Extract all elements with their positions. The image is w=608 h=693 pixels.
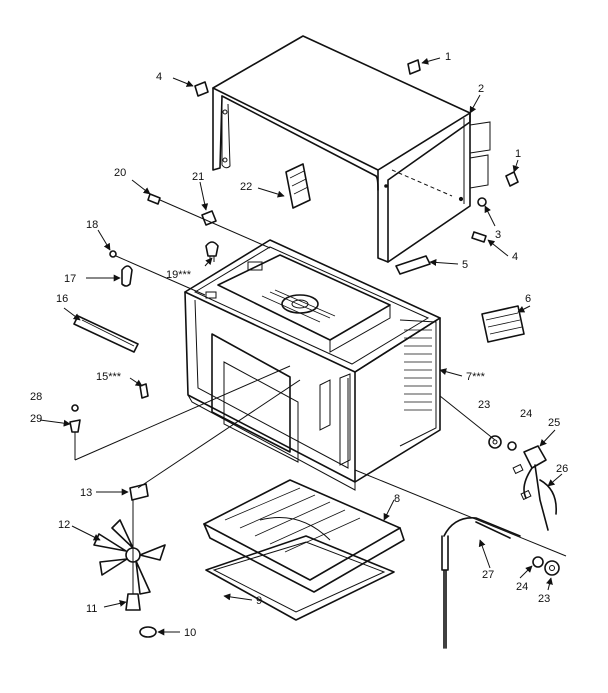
outer-cabinet-part [212, 35, 491, 263]
callout-28: 28 [30, 391, 42, 403]
strip-part-5 [395, 255, 431, 275]
receptacle-part-25 [523, 445, 547, 469]
tray-part-8 [203, 479, 405, 593]
screw-part-1-side [505, 171, 519, 187]
washer-part-24-bottom [532, 556, 544, 568]
oven-cavity-chassis [184, 239, 441, 491]
coupler-part-13 [129, 483, 149, 501]
lamp-part-19 [205, 241, 219, 262]
callout-17: 17 [64, 273, 76, 285]
callout-arrows [39, 57, 563, 636]
screw-part-20 [147, 193, 161, 205]
callout-29: 29 [30, 413, 42, 425]
callout-22: 22 [240, 181, 252, 193]
callout-20: 20 [114, 167, 126, 179]
callout-2: 2 [478, 83, 484, 95]
callout-8: 8 [394, 493, 400, 505]
callout-1-top: 1 [445, 51, 451, 63]
callout-19: 19*** [166, 269, 192, 281]
callout-18: 18 [86, 219, 98, 231]
screw-part-29 [69, 419, 81, 460]
screw-part-18 [109, 250, 117, 258]
screw-part-1-top [407, 59, 421, 75]
wire-harness-part-26 [512, 463, 557, 531]
callout-6: 6 [525, 293, 531, 305]
strip-part-16 [73, 315, 139, 353]
callout-26: 26 [556, 463, 568, 475]
callout-labels: 1 2 4 1 3 4 20 21 22 18 17 19*** 5 16 6 … [30, 51, 568, 639]
callout-12: 12 [58, 519, 70, 531]
washer-part-10 [139, 626, 157, 638]
callout-9: 9 [256, 595, 262, 607]
screw-part-4-top [194, 81, 209, 97]
callout-7: 7*** [466, 371, 486, 383]
callout-24-bottom: 24 [516, 581, 528, 593]
callout-4-top: 4 [156, 71, 162, 83]
callout-5: 5 [462, 259, 468, 271]
bearing-part-11 [125, 593, 141, 611]
label-plate-part-22 [285, 163, 311, 209]
washer-part-3 [477, 197, 487, 207]
callout-3: 3 [495, 229, 501, 241]
nut-part-23-bottom [544, 560, 560, 576]
callout-1-side: 1 [515, 148, 521, 160]
nut-part-23-top [488, 435, 502, 449]
washer-part-28 [71, 404, 79, 412]
vent-holes [404, 329, 432, 411]
callout-25: 25 [548, 417, 560, 429]
callout-24-top: 24 [520, 408, 532, 420]
stirrer-fan-part-12 [93, 519, 166, 595]
screw-part-15 [139, 383, 149, 399]
callout-23-bottom: 23 [538, 593, 550, 605]
callout-10: 10 [184, 627, 196, 639]
panel-plate-part-6 [481, 305, 525, 343]
frame-part-9 [205, 535, 395, 621]
callout-16: 16 [56, 293, 68, 305]
callout-13: 13 [80, 487, 92, 499]
fitting-part-17 [121, 265, 133, 287]
probe-part-27 [441, 517, 521, 649]
callout-4-side: 4 [512, 251, 518, 263]
callout-15: 15*** [96, 371, 122, 383]
washer-part-24-top [507, 441, 517, 451]
callout-23-top: 23 [478, 399, 490, 411]
callout-27: 27 [482, 569, 494, 581]
callout-11: 11 [86, 603, 97, 615]
clip-part-21 [201, 210, 217, 226]
screw-part-4-side [471, 231, 487, 243]
callout-21: 21 [192, 171, 204, 183]
